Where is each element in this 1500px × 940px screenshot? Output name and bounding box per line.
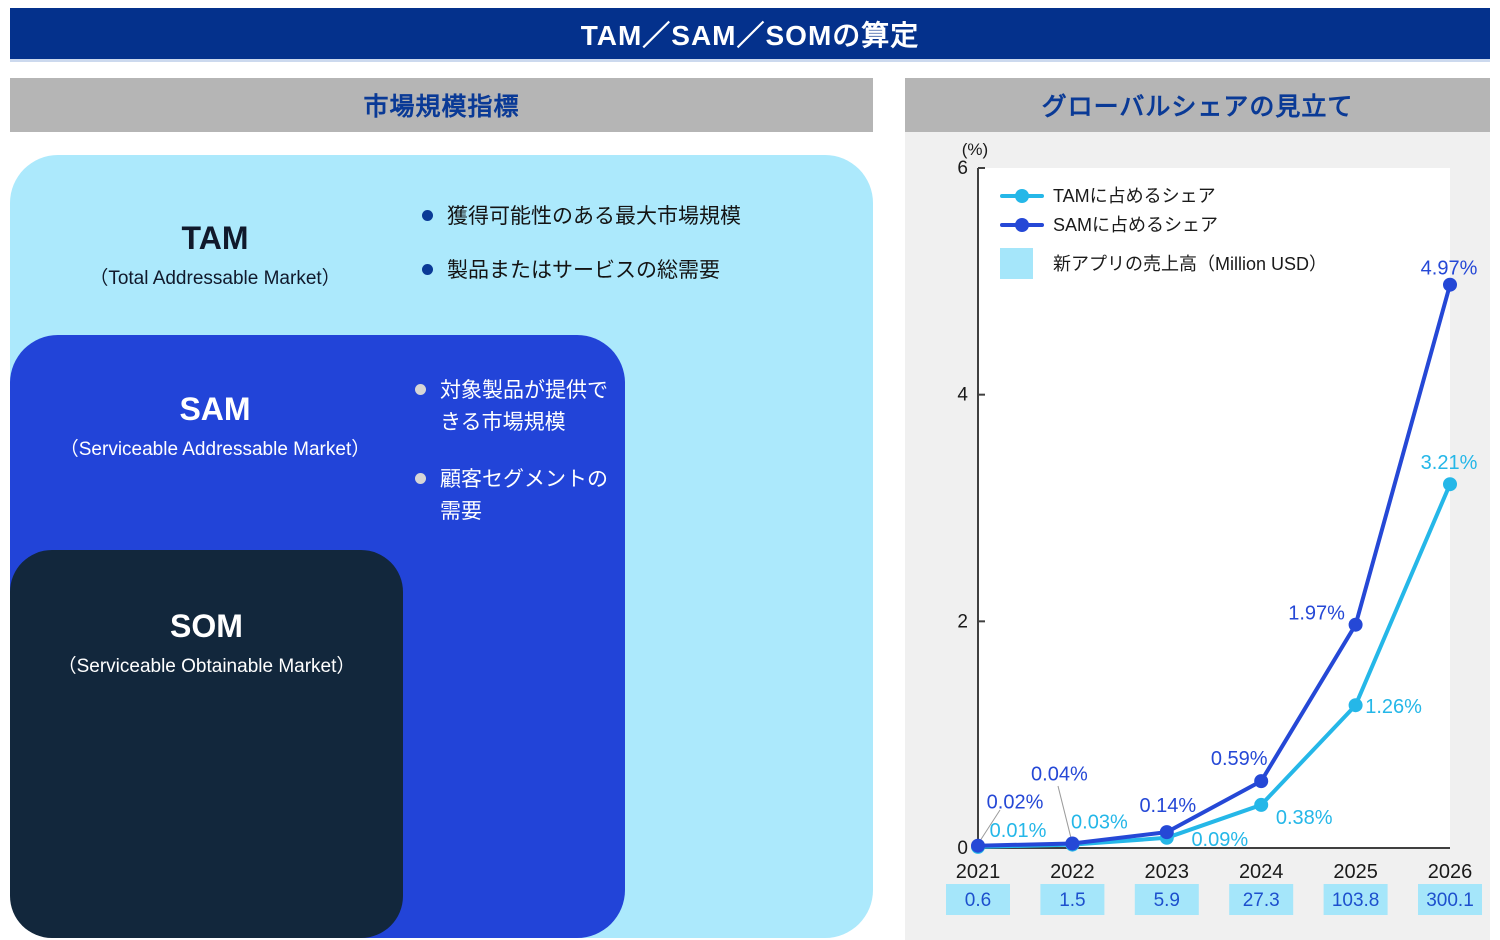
- sam-title: SAM: [179, 391, 251, 427]
- y-tick-label: 2: [957, 611, 968, 632]
- y-tick-label: 0: [957, 838, 968, 859]
- bullet-text: 製品またはサービスの総需要: [447, 258, 720, 282]
- sam-bullet-list: 対象製品が提供できる市場規模顧客セグメントの需要: [415, 375, 627, 527]
- x-tick-label: 2026: [1428, 861, 1473, 883]
- slide-title-banner: TAM／SAM／SOMの算定: [10, 8, 1490, 62]
- tam-value-label: 1.26%: [1365, 696, 1422, 718]
- sam-data-point: [1254, 774, 1269, 789]
- sam-data-point: [1443, 277, 1457, 292]
- revenue-value: 103.8: [1332, 890, 1380, 911]
- bullet-item: 獲得可能性のある最大市場規模: [422, 201, 842, 233]
- sam-value-label: 1.97%: [1288, 603, 1345, 625]
- revenue-value: 1.5: [1059, 890, 1085, 911]
- plot-background: [978, 168, 1450, 848]
- revenue-value-box: [946, 884, 1010, 915]
- bullet-dot-icon: [415, 473, 426, 484]
- market-size-section-title: 市場規模指標: [363, 93, 520, 121]
- revenue-value-box: [1040, 884, 1105, 915]
- label-leader-line: [1057, 785, 1073, 843]
- sam-value-label: 0.02%: [987, 792, 1044, 814]
- revenue-value: 27.3: [1243, 890, 1280, 911]
- som-full-name: （Serviceable Obtainable Market）: [57, 655, 356, 677]
- x-tick-label: 2021: [956, 861, 1001, 883]
- global-share-section-header: グローバルシェアの見立て: [905, 78, 1490, 132]
- bullet-text: 対象製品が提供できる市場規模: [440, 379, 608, 434]
- tam-value-label: 0.09%: [1191, 829, 1248, 851]
- revenue-value: 300.1: [1426, 890, 1474, 911]
- bullet-item: 製品またはサービスの総需要: [422, 255, 842, 287]
- sam-value-label: 0.04%: [1031, 763, 1088, 785]
- tam-value-label: 0.38%: [1276, 807, 1333, 829]
- som-box: SOM （Serviceable Obtainable Market）: [10, 550, 403, 938]
- tam-value-label: 0.01%: [990, 820, 1047, 842]
- bullet-dot-icon: [422, 263, 433, 275]
- revenue-value-box: [1134, 884, 1199, 915]
- sam-value-label: 0.59%: [1211, 748, 1268, 770]
- x-tick-label: 2025: [1333, 861, 1378, 883]
- y-axis-unit-label: (%): [962, 140, 988, 159]
- legend-label: TAMに占めるシェア: [1053, 186, 1216, 206]
- revenue-value: 5.9: [1154, 890, 1180, 911]
- revenue-value: 0.6: [965, 890, 991, 911]
- sam-data-point: [971, 838, 985, 853]
- som-heading: SOM （Serviceable Obtainable Market）: [10, 608, 403, 678]
- x-tick-label: 2022: [1050, 861, 1095, 883]
- legend-label: SAMに占めるシェア: [1053, 215, 1218, 235]
- y-tick-label: 4: [957, 385, 968, 406]
- tam-value-label: 3.21%: [1421, 452, 1478, 474]
- legend-revenue-swatch: [1000, 248, 1033, 279]
- tam-title: TAM: [181, 220, 249, 256]
- tam-value-label: 0.03%: [1071, 812, 1128, 834]
- sam-data-point: [1159, 825, 1174, 840]
- x-tick-label: 2023: [1145, 861, 1190, 883]
- market-size-section-header: 市場規模指標: [10, 78, 873, 132]
- revenue-value-box: [1323, 884, 1388, 915]
- tam-full-name: （Total Addressable Market）: [89, 267, 341, 289]
- tam-data-point: [1443, 477, 1457, 492]
- legend-marker-icon: [1015, 218, 1029, 232]
- revenue-value-box: [1229, 884, 1294, 915]
- revenue-value-box: [1418, 884, 1482, 915]
- bullet-text: 顧客セグメントの需要: [440, 468, 608, 523]
- som-title: SOM: [170, 608, 243, 644]
- sam-series-line: [976, 282, 1452, 848]
- bullet-item: 対象製品が提供できる市場規模: [415, 375, 627, 438]
- legend-revenue-label: 新アプリの売上高（Million USD）: [1053, 254, 1327, 274]
- bullet-dot-icon: [415, 384, 426, 395]
- bullet-item: 顧客セグメントの需要: [415, 464, 627, 527]
- tam-bullet-list: 獲得可能性のある最大市場規模製品またはサービスの総需要: [422, 201, 842, 286]
- sam-heading: SAM （Serviceable Addressable Market）: [10, 391, 420, 461]
- tam-data-point: [1348, 698, 1363, 713]
- tam-heading: TAM （Total Addressable Market）: [10, 220, 420, 290]
- sam-data-point: [1348, 617, 1363, 632]
- global-share-section-title: グローバルシェアの見立て: [1041, 93, 1354, 121]
- slide-title: TAM／SAM／SOMの算定: [580, 19, 920, 51]
- label-leader-line: [977, 809, 1001, 845]
- sam-full-name: （Serviceable Addressable Market）: [59, 438, 371, 460]
- bullet-text: 獲得可能性のある最大市場規模: [447, 205, 741, 228]
- y-tick-label: 6: [957, 158, 968, 179]
- x-tick-label: 2024: [1239, 861, 1284, 883]
- tam-data-point: [1254, 797, 1269, 812]
- legend-marker-icon: [1015, 189, 1029, 203]
- sam-value-label: 4.97%: [1421, 258, 1478, 280]
- sam-value-label: 0.14%: [1139, 795, 1196, 817]
- bullet-dot-icon: [422, 210, 433, 221]
- sam-data-point: [1065, 836, 1080, 851]
